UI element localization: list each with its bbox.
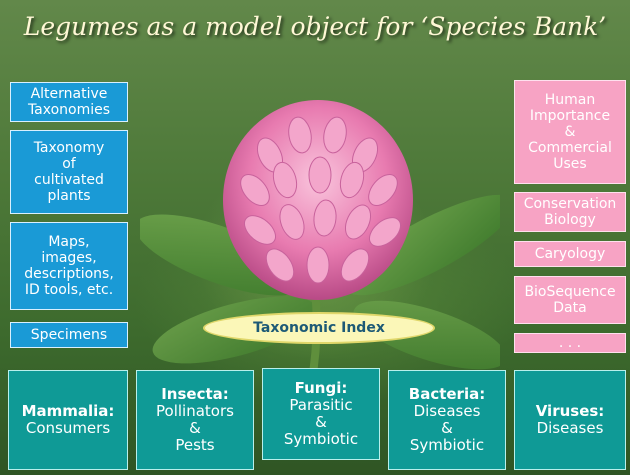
slide-title: Legumes as a model object for ‘Species B… xyxy=(0,12,630,41)
conservation-biology-box: Conservation Biology xyxy=(514,192,626,232)
bacteria-body: Diseases & Symbiotic xyxy=(410,403,484,455)
bacteria-box: Bacteria: Diseases & Symbiotic xyxy=(388,370,506,470)
mammalia-body: Consumers xyxy=(26,420,110,437)
insecta-heading: Insecta: xyxy=(161,386,229,403)
human-importance-box: Human Importance & Commercial Uses xyxy=(514,80,626,184)
specimens-box: Specimens xyxy=(10,322,128,348)
caryology-box: Caryology xyxy=(514,241,626,267)
taxonomy-cultivated-plants-box: Taxonomy of cultivated plants xyxy=(10,130,128,214)
viruses-box: Viruses: Diseases xyxy=(514,370,626,470)
fungi-heading: Fungi: xyxy=(295,380,348,397)
ellipsis-box: . . . xyxy=(514,333,626,353)
maps-images-descriptions-box: Maps, images, descriptions, ID tools, et… xyxy=(10,222,128,310)
viruses-body: Diseases xyxy=(537,420,604,437)
insecta-body: Pollinators & Pests xyxy=(156,403,234,455)
taxonomic-index-oval: Taxonomic Index xyxy=(203,312,435,344)
alternative-taxonomies-box: Alternative Taxonomies xyxy=(10,82,128,122)
biosequence-data-box: BioSequence Data xyxy=(514,276,626,324)
insecta-box: Insecta: Pollinators & Pests xyxy=(136,370,254,470)
fungi-body: Parasitic & Symbiotic xyxy=(284,397,358,449)
bacteria-heading: Bacteria: xyxy=(409,386,485,403)
viruses-heading: Viruses: xyxy=(536,403,605,420)
mammalia-box: Mammalia: Consumers xyxy=(8,370,128,470)
fungi-box: Fungi: Parasitic & Symbiotic xyxy=(262,368,380,460)
mammalia-heading: Mammalia: xyxy=(22,403,115,420)
